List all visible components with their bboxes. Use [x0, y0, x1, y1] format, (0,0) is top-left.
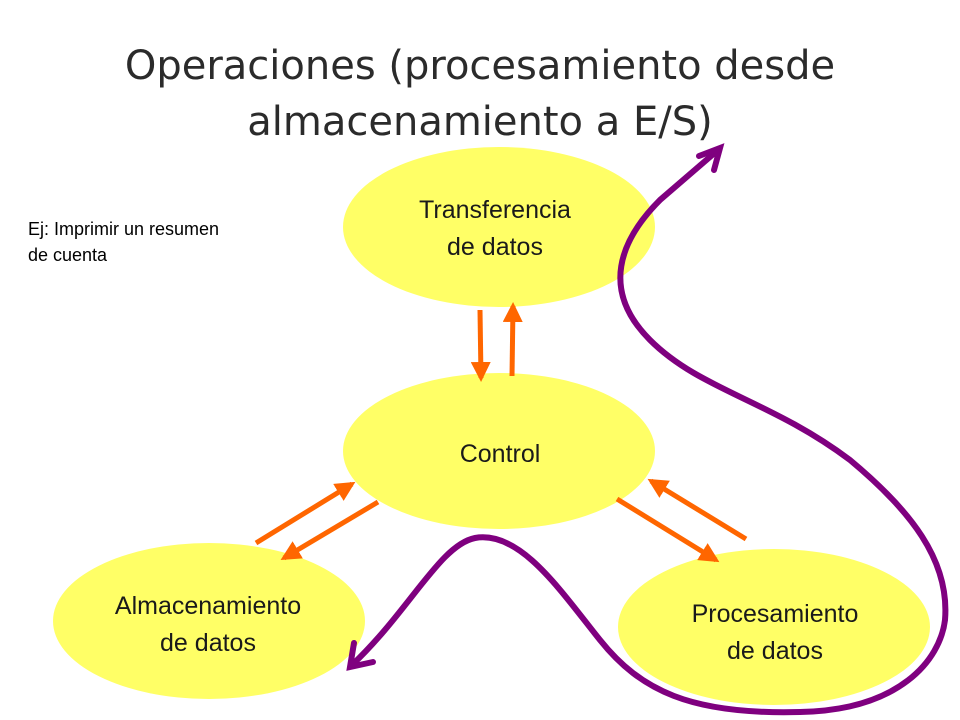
node-control-line-1: Control — [459, 440, 541, 468]
node-storage-label: Almacenamiento de datos — [78, 588, 338, 662]
arrow-storage-to-control — [254, 481, 356, 546]
flow-arrowhead-top — [696, 143, 725, 173]
title-line-2: almacenamiento a E/S) — [247, 99, 713, 145]
node-processing-line-2: de datos — [727, 637, 823, 665]
node-transfer-line-2: de datos — [447, 233, 543, 261]
flow-arrowhead-bottom — [346, 640, 376, 671]
node-storage-line-2: de datos — [160, 629, 256, 657]
node-transfer-label: Transferencia de datos — [380, 192, 610, 266]
arrow-transfer-to-control — [470, 309, 491, 382]
node-storage-line-1: Almacenamiento — [114, 592, 302, 620]
example-note: Ej: Imprimir un resumen de cuenta — [28, 216, 298, 268]
page-title: Operaciones (procesamiento desde almacen… — [0, 38, 960, 150]
arrow-control-to-storage — [280, 499, 380, 561]
node-processing-ellipse — [618, 549, 930, 705]
node-transfer-line-1: Transferencia — [419, 196, 571, 224]
node-processing-label: Procesamiento de datos — [650, 596, 900, 670]
node-storage-ellipse — [53, 543, 365, 699]
node-transfer-ellipse — [343, 147, 655, 307]
node-control-label: Control — [400, 436, 600, 473]
arrow-control-to-transfer — [502, 302, 523, 377]
title-line-1: Operaciones (procesamiento desde — [124, 43, 836, 89]
flow-path — [349, 147, 949, 716]
note-line-1: Ej: Imprimir un resumen — [28, 219, 220, 239]
note-line-2: de cuenta — [28, 245, 108, 265]
node-control-ellipse — [343, 373, 655, 529]
arrow-control-to-processing — [615, 496, 720, 563]
arrow-processing-to-control — [647, 478, 748, 542]
node-processing-line-1: Procesamiento — [691, 600, 859, 628]
